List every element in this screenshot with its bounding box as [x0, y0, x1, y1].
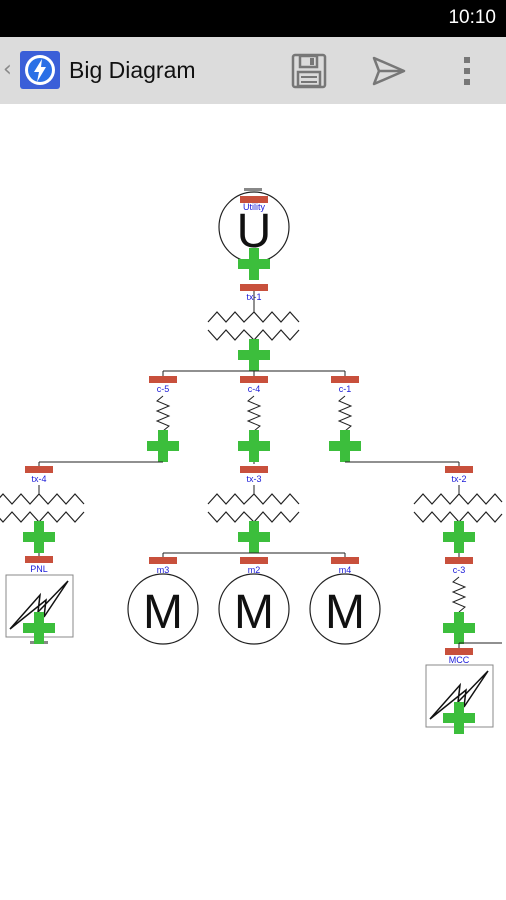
add-node-icon[interactable]	[443, 612, 475, 644]
add-node-icon[interactable]	[443, 521, 475, 553]
add-node-icon[interactable]	[238, 430, 270, 462]
add-node-icon[interactable]	[329, 430, 361, 462]
c-4-label: c-4	[248, 384, 261, 394]
tx-3-label: tx-3	[246, 474, 261, 484]
tx-2-label: tx-2	[451, 474, 466, 484]
diagram-canvas[interactable]: Utility U tx-1 c-5 c-4	[0, 104, 506, 900]
m2-label: m2	[248, 565, 261, 575]
add-node-icon[interactable]	[238, 521, 270, 553]
motor-m2[interactable]: m2 M	[218, 557, 290, 645]
action-bar: ‹ Big Diagram	[0, 37, 506, 105]
utility-label: Utility	[243, 202, 265, 212]
back-chevron-icon[interactable]: ‹	[3, 57, 12, 82]
app-logo-icon[interactable]	[20, 51, 60, 89]
add-node-icon[interactable]	[23, 521, 55, 553]
transformer-tx-1[interactable]	[207, 311, 300, 323]
tx-4-label: tx-4	[31, 474, 46, 484]
m3-symbol: M	[143, 586, 183, 639]
m2-symbol: M	[234, 586, 274, 639]
app-title: Big Diagram	[69, 57, 196, 83]
pnl-label: PNL	[30, 564, 48, 574]
save-icon[interactable]	[291, 53, 327, 89]
m4-symbol: M	[325, 586, 365, 639]
add-node-icon[interactable]	[238, 339, 270, 371]
status-bar: 10:10	[0, 0, 506, 37]
m3-label: m3	[157, 565, 170, 575]
c-3-label: c-3	[453, 565, 466, 575]
utility-node[interactable]: Utility U	[218, 188, 290, 263]
send-icon[interactable]	[371, 53, 407, 89]
overflow-menu-icon[interactable]	[449, 53, 485, 89]
panel-mcc[interactable]: MCC	[425, 643, 494, 728]
motor-m4[interactable]: m4 M	[309, 553, 381, 645]
m4-label: m4	[339, 565, 352, 575]
c-5-label: c-5	[157, 384, 170, 394]
add-node-icon[interactable]	[147, 430, 179, 462]
motor-m3[interactable]: m3 M	[127, 553, 199, 645]
mcc-label: MCC	[449, 655, 470, 665]
status-time: 10:10	[448, 7, 496, 28]
panel-pnl[interactable]: PNL	[5, 556, 74, 644]
breaker-tx-1[interactable]	[240, 284, 268, 291]
single-line-diagram[interactable]: Utility U tx-1 c-5 c-4	[0, 104, 506, 900]
c-1-label: c-1	[339, 384, 352, 394]
